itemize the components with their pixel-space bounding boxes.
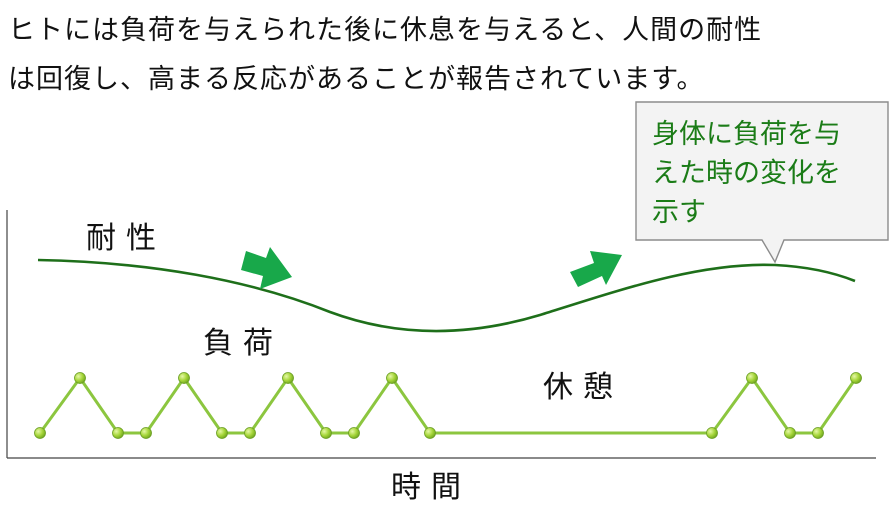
- callout-text-line-1: 身体に負荷を与: [652, 119, 841, 150]
- load-point: [244, 427, 256, 439]
- load-point: [424, 427, 436, 439]
- load-point: [348, 427, 360, 439]
- load-line: [38, 375, 858, 435]
- callout-box: [635, 101, 889, 264]
- load-point: [320, 427, 332, 439]
- headline: ヒトには負荷を与えられた後に休息を与えると、人間の耐性 は回復し、高まる反応があ…: [8, 6, 888, 104]
- load-point: [812, 427, 824, 439]
- load-point: [850, 372, 862, 384]
- load-point: [706, 427, 718, 439]
- rest-label: 休憩: [543, 370, 623, 405]
- time-label: 時間: [391, 470, 471, 505]
- load-point: [178, 372, 190, 384]
- load-point: [112, 427, 124, 439]
- headline-line-1: ヒトには負荷を与えられた後に休息を与えると、人間の耐性: [8, 15, 763, 46]
- load-point: [74, 372, 86, 384]
- load-point: [784, 427, 796, 439]
- load-point: [746, 372, 758, 384]
- load-point: [216, 427, 228, 439]
- callout-text-line-3: 示す: [652, 197, 706, 228]
- load-point: [386, 372, 398, 384]
- load-point: [282, 372, 294, 384]
- arrow-icon: [570, 251, 622, 287]
- load-point: [140, 427, 152, 439]
- load-point: [34, 427, 46, 439]
- headline-line-2: は回復し、高まる反応があることが報告されています。: [8, 64, 705, 95]
- load-label: 負荷: [203, 326, 283, 361]
- tolerance-curve: [37, 258, 856, 333]
- load-points: [34, 372, 862, 439]
- callout-text-line-2: えた時の変化を: [652, 158, 841, 189]
- arrow-icon: [241, 247, 292, 289]
- tolerance-label: 耐性: [86, 221, 166, 256]
